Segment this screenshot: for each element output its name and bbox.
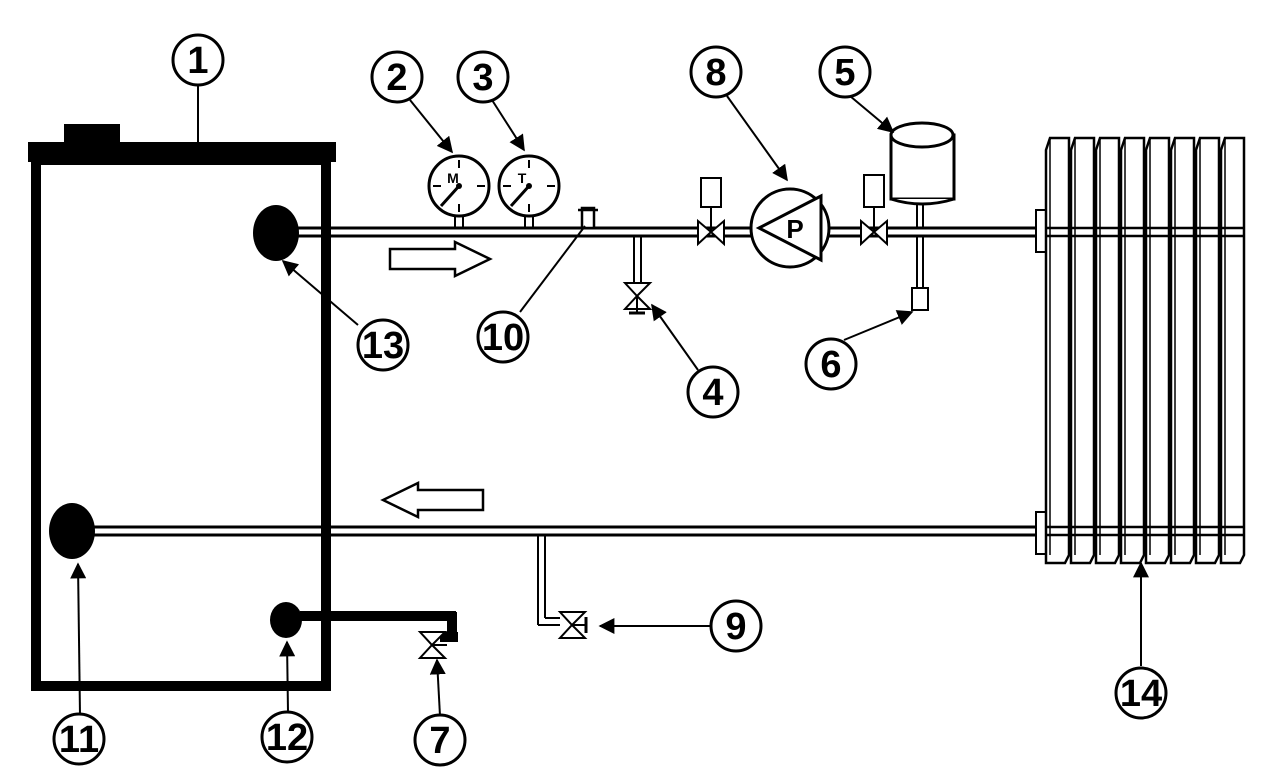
callout-circle [356,318,410,372]
drain-outlet [270,602,302,638]
callout-label: 9 [725,606,746,648]
callout-7: 7 [413,713,467,767]
flow-arrow-right-icon [388,240,493,278]
shutoff-valve-2 [860,174,888,247]
callout-label: 4 [702,372,723,414]
callout-label: 10 [482,317,524,359]
callout-4: 4 [686,365,740,419]
circulation-pump: P [749,187,831,269]
callout-label: 12 [266,717,308,759]
air-vent [578,206,598,230]
callout-label: 7 [429,720,450,762]
callout-label: 3 [472,57,493,99]
callout-circle [686,365,740,419]
return-inlet [49,503,95,559]
callout-2: 2 [370,50,424,104]
callout-3: 3 [456,50,510,104]
thermometer-letter: T [518,170,527,186]
callout-6: 6 [804,337,858,391]
boiler-drain-valve [300,611,458,659]
callout-circle [818,45,872,99]
callout-label: 2 [386,57,407,99]
callout-label: 14 [1120,673,1162,715]
callout-8: 8 [689,45,743,99]
callout-circle [370,50,424,104]
supply-pipe [298,226,1042,238]
callout-label: 13 [362,325,404,367]
radiator [1035,136,1246,565]
callout-14: 14 [1114,666,1168,720]
callout-9: 9 [709,599,763,653]
pump-letter: P [786,214,803,244]
callout-circle [476,310,530,364]
callout-1: 1 [171,33,225,87]
manometer-letter: M [447,170,459,186]
shutoff-valve-1 [697,177,725,247]
callout-13: 13 [356,318,410,372]
callout-5: 5 [818,45,872,99]
callout-10: 10 [476,310,530,364]
callout-label: 6 [820,344,841,386]
expansion-tank [889,121,956,228]
supply-outlet [253,205,299,261]
safety-valve [911,236,929,311]
thermometer-gauge: T [497,154,561,228]
callout-circle [804,337,858,391]
return-drain-valve [537,535,588,639]
callout-11: 11 [52,712,106,766]
manometer-gauge: M [427,154,491,228]
leader-lines [70,84,1149,717]
return-pipe [94,525,1042,537]
callout-12: 12 [260,710,314,764]
callout-label: 1 [187,40,208,82]
callout-circle [689,45,743,99]
callout-circle [456,50,510,104]
branch-valve [622,236,653,315]
callout-circle [1114,666,1168,720]
callout-circle [709,599,763,653]
callout-label: 8 [705,52,726,94]
boiler [28,124,336,691]
flow-arrow-left-icon [380,481,485,519]
callout-label: 5 [834,52,855,94]
callout-label: 11 [59,719,99,761]
